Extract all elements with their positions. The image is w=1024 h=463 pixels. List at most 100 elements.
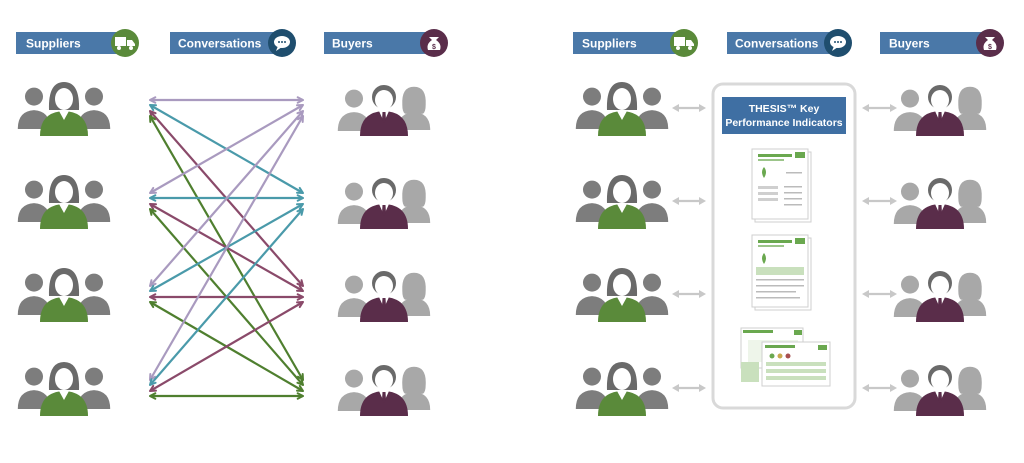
kpi-connector-arrow	[862, 384, 897, 392]
face	[375, 276, 393, 296]
face	[613, 88, 631, 110]
collar	[59, 297, 69, 306]
right-supplier-group	[575, 82, 669, 136]
left-buyer-group	[337, 365, 431, 416]
face	[931, 276, 949, 296]
conversations-label-right: Conversations	[735, 37, 819, 51]
kpi-connector-arrow	[862, 197, 897, 205]
conversation-line	[149, 96, 304, 104]
money-bag-icon: $	[976, 29, 1004, 57]
tie	[938, 392, 942, 403]
collar	[59, 391, 69, 400]
buyer-suit	[360, 204, 408, 229]
left-supplier-group	[17, 175, 111, 229]
left-supplier-group	[17, 362, 111, 416]
face	[55, 368, 73, 390]
right-supplier-groups	[575, 82, 669, 416]
supplier-shirt	[598, 297, 646, 322]
left-supplier-groups	[17, 82, 111, 416]
supplier-shirt	[40, 391, 88, 416]
thesis-title-line1: THESIS™ Key	[749, 103, 820, 115]
face	[931, 90, 949, 110]
face	[375, 370, 393, 390]
delivery-truck-icon	[111, 29, 139, 57]
money-bag-icon: $	[420, 29, 448, 57]
buyer-suit	[916, 297, 964, 322]
tie	[938, 205, 942, 216]
kpi-connectors	[672, 104, 897, 392]
conversations-header-bar-right	[727, 32, 839, 54]
collar	[617, 297, 627, 306]
right-buyer-group	[893, 365, 987, 416]
left-buyer-group	[337, 85, 431, 136]
thesis-title-box	[722, 97, 846, 134]
buyer-suit	[360, 391, 408, 416]
collar	[59, 204, 69, 213]
conversation-lines	[149, 96, 304, 400]
face	[55, 181, 73, 203]
buyers-label: Buyers	[332, 37, 373, 51]
thesis-title-line2: Performance Indicators	[725, 117, 842, 129]
buyers-header-bar-right	[880, 32, 992, 54]
collar	[617, 391, 627, 400]
conversations-header-right: Conversations	[727, 29, 852, 57]
suppliers-header-bar-right	[573, 32, 685, 54]
conversation-line	[149, 115, 304, 381]
speech-bubble-icon	[824, 29, 852, 57]
tie	[382, 112, 386, 123]
kpi-connector-arrow	[862, 290, 897, 298]
conversations-header-bar	[170, 32, 282, 54]
left-supplier-group	[17, 82, 111, 136]
right-supplier-group	[575, 362, 669, 416]
supplier-shirt	[598, 111, 646, 136]
kpi-connector-arrow	[672, 384, 706, 392]
buyer-suit	[916, 391, 964, 416]
supplier-shirt	[598, 391, 646, 416]
face	[375, 183, 393, 203]
face	[613, 274, 631, 296]
conversations-header: Conversations	[170, 29, 296, 57]
conversation-line	[149, 104, 304, 194]
buyer-suit	[360, 297, 408, 322]
kpi-connector-arrow	[862, 104, 897, 112]
face	[55, 274, 73, 296]
right-buyer-groups	[893, 85, 987, 416]
buyers-header: Buyers $	[324, 29, 448, 57]
buyer-suit	[916, 111, 964, 136]
right-buyer-group	[893, 85, 987, 136]
kpi-report-document-2	[751, 234, 812, 311]
supplier-shirt	[40, 297, 88, 322]
conversations-label: Conversations	[178, 37, 262, 51]
face	[375, 90, 393, 110]
buyer-suit	[916, 204, 964, 229]
tie	[382, 392, 386, 403]
left-buyer-group	[337, 271, 431, 322]
conversation-line	[149, 392, 304, 400]
tie	[938, 112, 942, 123]
conversation-line	[149, 301, 304, 392]
right-panel: Suppliers Conversations Buyers	[573, 29, 1004, 416]
left-supplier-group	[17, 268, 111, 322]
supplier-shirt	[40, 204, 88, 229]
face	[613, 368, 631, 390]
left-panel: Suppliers Conversations Buyers	[16, 29, 448, 416]
suppliers-label: Suppliers	[26, 37, 81, 51]
kpi-report-document-1	[751, 148, 812, 223]
thesis-kpi-panel: THESIS™ Key Performance Indicators	[711, 82, 857, 410]
buyers-header-bar	[324, 32, 436, 54]
delivery-truck-icon	[670, 29, 698, 57]
supplier-shirt	[598, 204, 646, 229]
speech-bubble-icon	[268, 29, 296, 57]
kpi-connector-arrow	[672, 104, 706, 112]
left-buyer-groups	[337, 85, 431, 416]
buyers-label-right: Buyers	[889, 37, 930, 51]
kpi-dashboard-documents	[740, 327, 831, 387]
kpi-connector-arrow	[672, 197, 706, 205]
conversation-line	[149, 208, 304, 386]
tie	[382, 298, 386, 309]
suppliers-header-right: Suppliers	[573, 29, 698, 57]
supplier-shirt	[40, 111, 88, 136]
face	[931, 183, 949, 203]
suppliers-header-bar	[16, 32, 124, 54]
